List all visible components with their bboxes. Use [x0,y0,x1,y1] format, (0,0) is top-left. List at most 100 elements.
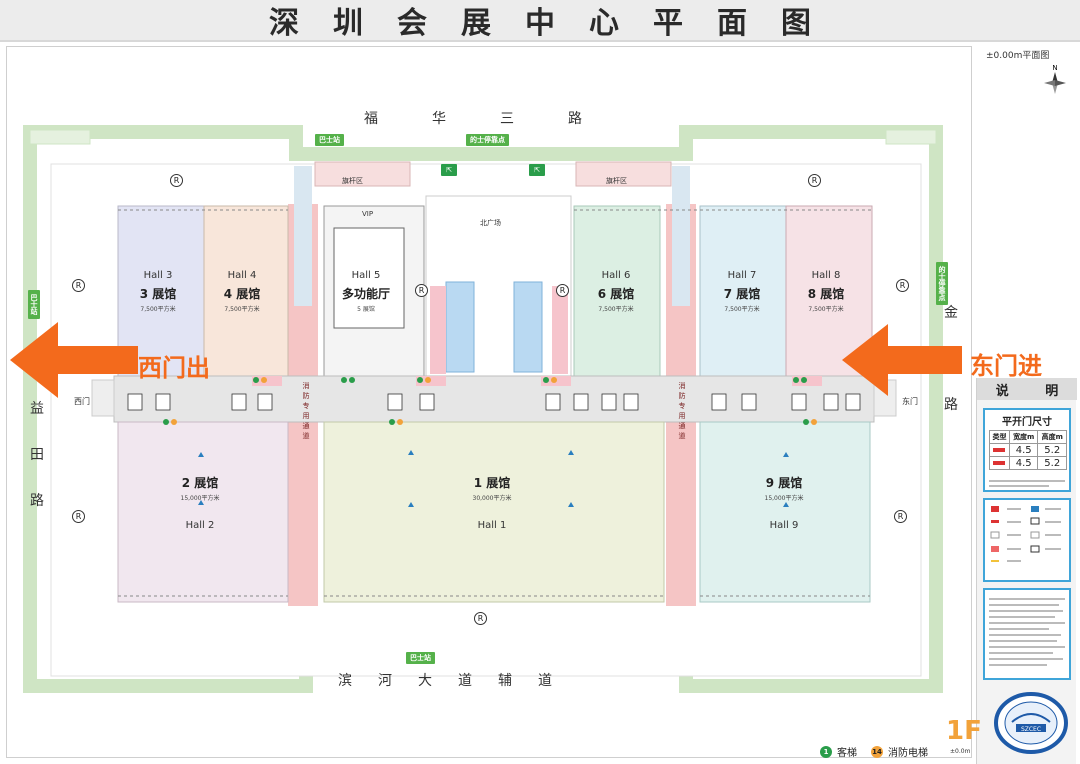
road-west-char: 路 [30,493,44,509]
hall-cn-name: 9 展馆 [765,476,803,490]
road-north-char: 三 [500,111,514,127]
door-size-table: 类型 宽度m 高度m 4.5 5.2 4.5 5.2 [989,430,1067,470]
east-entrance-label: 东门进 [970,352,1042,380]
parking-icon: R [170,174,183,187]
exit-icon: ⇱ [441,164,457,176]
hall-8-area [785,205,873,377]
elevator-legend: 1 客梯 14 消防电梯 [820,744,928,759]
hall-cn-name: 1 展馆 [473,476,511,490]
hall-area: 5 展馆 [357,306,375,313]
door-header: 宽度m [1008,430,1039,444]
legend-title: 说 明 [977,378,1077,400]
hall-1-area [323,421,665,603]
parking-icon: R [556,284,569,297]
hall-en-name: Hall 4 [227,270,257,281]
bus-stop-west: 巴士站 [28,290,40,319]
notes-box [983,588,1071,680]
road-south-char: 河 [378,673,392,689]
road-south-char: 道 [458,673,472,689]
elevator-icon: 1 [820,745,832,758]
hall-area: 7,500平方米 [598,306,634,313]
note-line [989,646,1065,648]
road-west-char: 田 [30,447,44,463]
road-north-char: 福 [364,111,378,127]
door-header: 高度m [1037,430,1067,444]
hall-7-area [699,205,787,377]
page-title: 深圳会展中心平面图 [269,6,845,41]
hall-cn-name: 3 展馆 [139,287,177,301]
hall-cn-name: 6 展馆 [597,287,635,301]
hall-area: 7,500平方米 [724,306,760,313]
hall-area: 15,000平方米 [764,495,804,502]
title-bar: 深圳会展中心平面图 [0,0,1080,42]
door-note-line [989,480,1065,482]
door-width: 4.5 [1008,443,1039,457]
vip-label: VIP [362,210,374,218]
flag-area-left: 旗杆区 [342,177,363,185]
road-north-char: 路 [568,111,582,127]
symbol-legend-box [983,498,1071,582]
flag-area-right-shape [575,161,672,187]
taxi-stop-north: 的士停靠点 [466,134,509,146]
road-south-char: 辅 [498,673,512,689]
hall-area: 15,000平方米 [180,495,220,502]
hall-6-area [573,205,661,377]
taxi-stop-east: 的士停靠点 [936,262,948,305]
road-west: 益 田 路 [30,398,44,536]
hall-area: 7,500平方米 [808,306,844,313]
door-type-swatch [989,456,1010,470]
parking-icon: R [415,284,428,297]
hall-en-name: Hall 7 [727,270,757,281]
central-corridor [113,375,875,423]
elevator-dots [163,377,817,425]
parking-icon: R [72,510,85,523]
level-label: ±0.00m平面图 [986,51,1050,61]
hall-en-name: Hall 2 [185,520,215,531]
bus-stop-north: 巴士站 [315,134,344,146]
szcec-logo: SZCEC [994,692,1068,754]
hall-cn-name: 2 展馆 [181,476,219,490]
door-type-swatch [989,443,1010,457]
west-exit-arrow-icon [10,322,138,398]
hall-5-inner [333,227,405,329]
east-entrance-arrow-icon [842,324,962,396]
door-size-box: 平开门尺寸 类型 宽度m 高度m 4.5 5.2 4.5 5.2 [983,408,1071,492]
compass-north-label: N [1052,64,1057,72]
facility-blocks [127,393,861,411]
road-west-char: 益 [30,401,44,417]
fire-lane-right-label: 消防专用通道 [678,382,686,442]
road-east-char: 路 [944,397,958,413]
hall-area: 7,500平方米 [140,306,176,313]
parking-icon: R [808,174,821,187]
note-line [989,664,1047,666]
hall-4-area [203,205,289,377]
fire-lane-left-label: 消防专用通道 [302,382,310,442]
road-north: 福 华 三 路 [364,108,636,128]
note-line [989,622,1065,624]
hall-area: 30,000平方米 [472,495,512,502]
hall-1-label: 1 展馆 30,000平方米 Hall 1 [452,470,532,531]
parking-icon: R [72,279,85,292]
note-line [989,604,1059,606]
north-plaza-label: 北广场 [480,219,501,227]
road-south-char: 大 [418,673,432,689]
hall-en-name: Hall 3 [143,270,173,281]
road-north-char: 华 [432,111,446,127]
door-note-line [989,485,1049,487]
corridor-west-ext [91,379,115,417]
escalator-left [445,281,475,373]
logo-text: SZCEC [1021,726,1041,733]
hall-en-name: Hall 1 [477,520,507,531]
door-width: 4.5 [1008,456,1039,470]
door-height: 5.2 [1037,456,1067,470]
note-line [989,658,1063,660]
hall-2-label: 2 展馆 15,000平方米 Hall 2 [160,470,240,531]
road-south: 滨 河 大 道 辅 道 [338,670,578,690]
road-east-char: 金 [944,305,958,321]
plaza-red-right [552,286,568,374]
hall-en-name: Hall 8 [811,270,841,281]
floor-label: 1F [946,716,982,746]
hall-cn-name: 8 展馆 [807,287,845,301]
road-south-char: 道 [538,673,552,689]
